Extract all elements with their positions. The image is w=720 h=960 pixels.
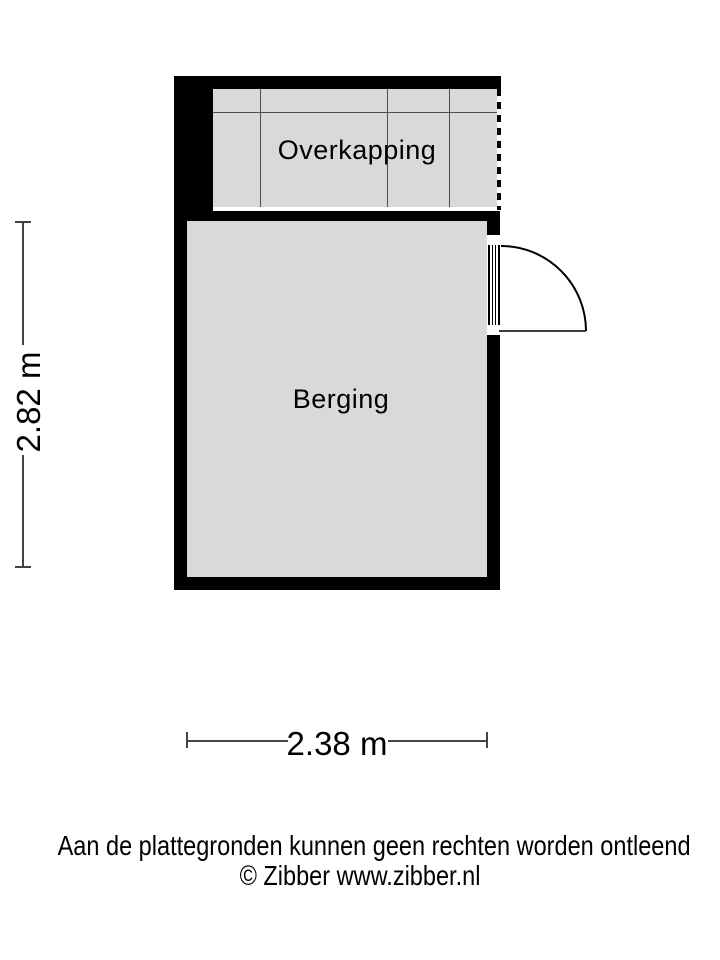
berging-room — [187, 221, 487, 577]
width-dimension-tick — [486, 732, 488, 748]
width-dimension-label: 2.38 m — [286, 725, 388, 762]
footer-copyright: © Zibber www.zibber.nl — [239, 860, 481, 891]
overkapping-beam-line-vertical — [260, 89, 261, 207]
overkapping-open-edge-dashed-line — [497, 89, 501, 210]
width-dimension-line — [187, 740, 288, 742]
overkapping-top-wall — [174, 76, 501, 89]
door-leaf — [488, 245, 500, 325]
height-dimension-line — [22, 455, 24, 567]
height-dimension-line — [22, 222, 24, 345]
overkapping-beam-line-horizontal — [213, 112, 497, 113]
overkapping-room-label: Overkapping — [277, 135, 437, 165]
overkapping-beam-line-vertical — [387, 89, 388, 207]
footer-disclaimer: Aan de plattegronden kunnen geen rechten… — [57, 830, 691, 861]
height-dimension-tick — [15, 221, 31, 223]
overkapping-beam-line-vertical — [449, 89, 450, 207]
height-dimension-label: 2.82 m — [10, 351, 47, 453]
height-dimension-tick — [15, 566, 31, 568]
overkapping-left-wall — [174, 76, 213, 211]
width-dimension-tick — [186, 732, 188, 748]
berging-room-label: Berging — [292, 384, 390, 414]
width-dimension-line — [388, 740, 487, 742]
